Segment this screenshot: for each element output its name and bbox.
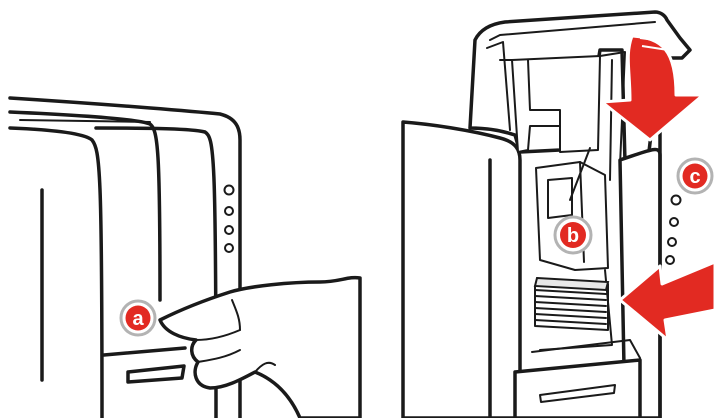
power-button-icon: [225, 186, 234, 195]
printer-body-left-block: [403, 122, 520, 418]
printer-status-buttons-right: [666, 196, 681, 265]
printer-status-buttons: [225, 186, 234, 253]
power-button-right-icon: [672, 196, 681, 205]
status-led-2-icon: [225, 226, 233, 234]
card-output-slot: [104, 348, 185, 382]
hand-icon: [160, 278, 360, 418]
status-led-3-icon: [225, 244, 233, 252]
callout-c-label: c: [689, 166, 700, 188]
output-hopper: [515, 340, 640, 418]
status-led-right-1-icon: [670, 218, 678, 226]
hand-pressing-illustration: [160, 278, 360, 418]
callout-c: c: [678, 159, 712, 193]
printer-groove-1: [10, 112, 160, 300]
right-printer-open: b c: [403, 12, 715, 418]
left-printer-closed: a: [10, 98, 360, 418]
printer-front-edge: [10, 128, 102, 418]
callout-b-label: b: [567, 225, 579, 247]
callout-a: a: [121, 301, 155, 335]
status-led-1-icon: [225, 207, 233, 215]
callout-a-label: a: [132, 308, 144, 330]
card-stack: [535, 278, 608, 330]
status-led-right-2-icon: [668, 238, 676, 246]
callout-b: b: [555, 217, 591, 253]
status-led-right-3-icon: [666, 256, 674, 264]
